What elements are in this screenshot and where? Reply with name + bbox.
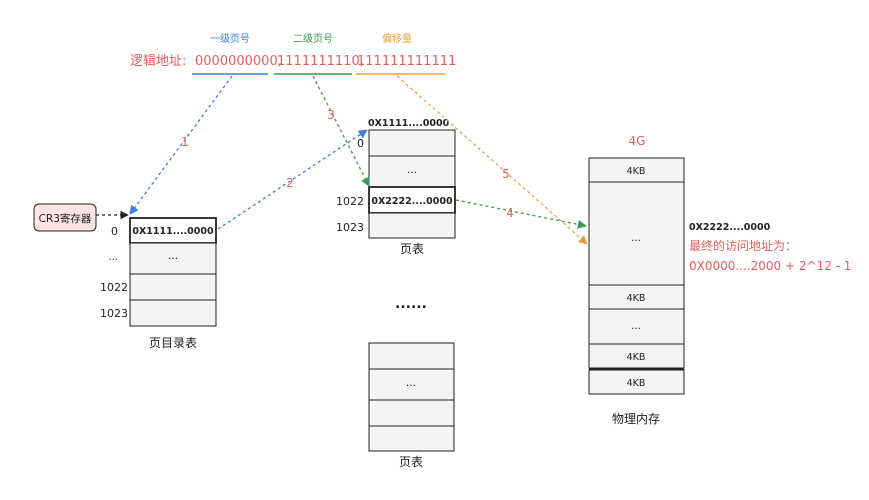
pd-index-1023: 1023: [100, 307, 128, 320]
pd-cell-1-ellipsis: ...: [168, 249, 179, 262]
pd-index-1022: 1022: [100, 281, 128, 294]
arrow-1: [129, 75, 233, 215]
physical-memory-title: 物理内存: [612, 412, 660, 426]
pt2-cell-3: [368, 425, 455, 452]
mem-cell-2: [588, 284, 685, 310]
level1-page-number-label: 一级页号: [210, 33, 250, 45]
pt1-cell-1022-address: 0X2222....0000: [371, 196, 453, 207]
pt1-cell-0: [368, 129, 456, 157]
mem-cell-3: [588, 308, 685, 345]
logical-address-segment-3: 111111111111: [357, 54, 456, 69]
pt1-index-0: 0: [357, 137, 364, 150]
mem-cell-1-label: ...: [631, 233, 641, 244]
pt1-index-1023: 1023: [336, 221, 364, 234]
pd-cell-1023: [129, 299, 217, 327]
pt2-cell-1-ellipsis: ...: [406, 376, 417, 389]
pd-cell-0: [129, 217, 217, 244]
mem-cell-4-label: 4KB: [627, 352, 646, 363]
pt1-cell-1: [368, 155, 456, 188]
pt1-top-address: 0X1111....0000: [368, 118, 450, 129]
pd-index-0: 0: [111, 225, 118, 238]
page-table-1: [368, 129, 456, 239]
arrow-5: [396, 75, 588, 245]
level2-page-number-label: 二级页号: [293, 33, 333, 45]
memory-4g-label: 4G: [629, 134, 646, 148]
page-table-1-title: 页表: [400, 242, 424, 256]
page-table-2: [368, 342, 455, 452]
arrow-3: [312, 75, 370, 187]
pd-cell-1022: [129, 273, 217, 301]
mem-cell-1: [588, 181, 685, 286]
mem-cell-0-label: 4KB: [627, 166, 646, 177]
physical-memory: [588, 157, 685, 395]
final-access-address-value: 0X0000....2000 + 2^12 - 1: [689, 259, 851, 273]
memory-target-address: 0X2222....0000: [689, 222, 771, 233]
arrow-5-label: 5: [502, 167, 510, 181]
pt2-cell-2: [368, 399, 455, 427]
pd-cell-0-address: 0X1111....0000: [132, 226, 214, 237]
pt1-cell-1-ellipsis: ...: [407, 163, 418, 176]
page-table-2-title: 页表: [399, 455, 423, 469]
logical-address-segment-1: 0000000000,: [195, 54, 282, 69]
cr3-register-label: CR3寄存器: [39, 212, 92, 225]
mem-cell-2-label: 4KB: [627, 293, 646, 304]
final-access-address-label: 最终的访问地址为：: [689, 238, 797, 253]
logical-address-segment-2: 1111111110,: [277, 54, 364, 69]
pt1-cell-1022: [368, 186, 456, 214]
arrow-1-label: 1: [181, 135, 189, 149]
pd-index-ellipsis: ...: [108, 252, 118, 263]
page-directory-title: 页目录表: [149, 336, 197, 350]
arrow-4-label: 4: [506, 206, 514, 220]
mem-cell-3-label: ...: [631, 321, 641, 332]
mem-cell-5-label: 4KB: [627, 378, 646, 389]
cr3-register-box: [33, 203, 97, 232]
pt2-cell-0: [368, 342, 455, 370]
pd-cell-1: [129, 242, 217, 275]
pt1-cell-1023: [368, 212, 456, 239]
pt1-index-1022: 1022: [336, 195, 364, 208]
page-directory-table: [129, 217, 217, 327]
mem-cell-5: [588, 369, 685, 395]
arrow-4: [455, 199, 587, 229]
arrow-3-label: 3: [327, 108, 335, 122]
arrow-2-label: 2: [286, 176, 294, 190]
more-page-tables-ellipsis: ......: [395, 296, 427, 312]
offset-label: 偏移量: [382, 32, 412, 45]
mem-cell-4: [588, 343, 685, 369]
logical-address-label: 逻辑地址:: [130, 54, 186, 69]
